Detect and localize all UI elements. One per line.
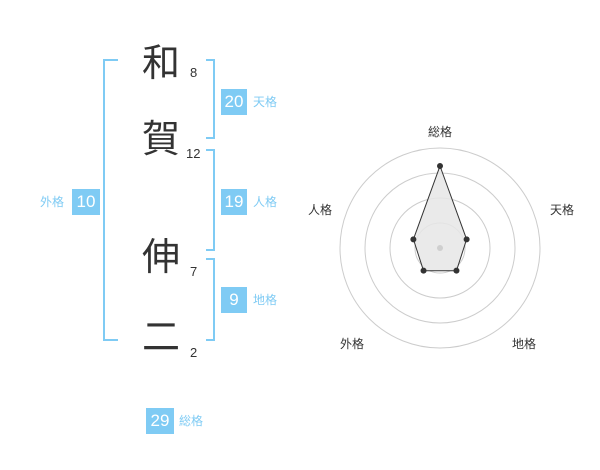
radar-label-soukaku: 総格 bbox=[428, 125, 453, 139]
radar-label-chikaku: 地格 bbox=[512, 337, 537, 351]
name-char-2: 賀 bbox=[142, 117, 181, 161]
stroke-count-2: 12 bbox=[186, 146, 201, 161]
radar-dots bbox=[410, 163, 470, 274]
gaikaku-label: 外格 bbox=[40, 195, 65, 209]
gaikaku-value: 10 bbox=[72, 189, 100, 215]
stroke-count-4: 2 bbox=[190, 345, 198, 360]
outer-bracket bbox=[103, 59, 118, 341]
jinkaku-label: 人格 bbox=[253, 195, 278, 209]
radar-chart bbox=[339, 147, 541, 349]
chikaku-label: 地格 bbox=[253, 293, 278, 307]
soukaku-value: 29 bbox=[146, 408, 174, 434]
radar-point-gaikaku bbox=[420, 267, 427, 274]
soukaku-label: 総格 bbox=[179, 414, 204, 428]
name-char-3: 伸 bbox=[142, 235, 181, 279]
chikaku-bracket bbox=[206, 258, 215, 341]
radar-point-chikaku bbox=[453, 267, 460, 274]
name-char-4: 二 bbox=[142, 315, 181, 359]
tenkaku-value: 20 bbox=[221, 89, 247, 115]
name-char-1: 和 bbox=[142, 41, 181, 85]
jinkaku-bracket bbox=[206, 149, 215, 251]
radar-point-tenkaku bbox=[463, 236, 470, 243]
radar-point-jinkaku bbox=[410, 236, 417, 243]
radar-ring bbox=[339, 147, 541, 349]
radar-label-gaikaku: 外格 bbox=[340, 337, 365, 351]
stroke-count-1: 8 bbox=[190, 65, 198, 80]
radar-point-soukaku bbox=[437, 163, 443, 169]
radar-label-jinkaku: 人格 bbox=[308, 203, 333, 217]
radar-polygon bbox=[412, 164, 468, 272]
chikaku-value: 9 bbox=[221, 287, 247, 313]
radar-center-dot bbox=[437, 245, 443, 251]
jinkaku-value: 19 bbox=[221, 189, 247, 215]
radar-label-tenkaku: 天格 bbox=[550, 203, 575, 217]
stroke-count-3: 7 bbox=[190, 264, 198, 279]
tenkaku-label: 天格 bbox=[253, 95, 278, 109]
tenkaku-bracket bbox=[206, 59, 215, 139]
